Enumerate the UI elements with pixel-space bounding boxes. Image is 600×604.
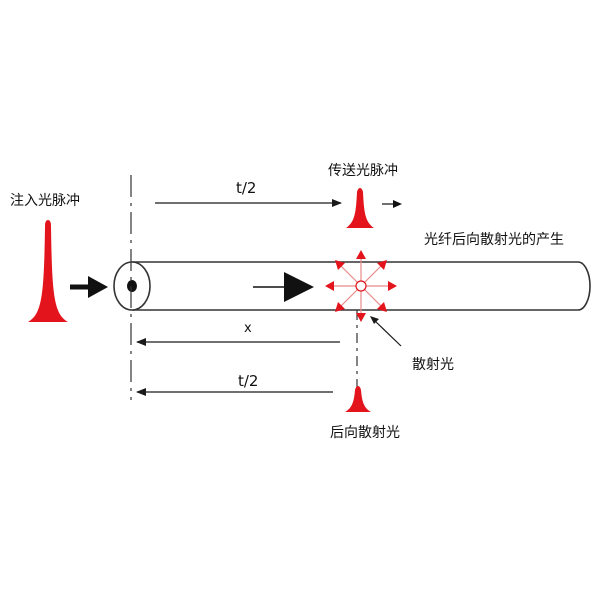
inject-pulse-label: 注入光脉冲 [10, 193, 80, 209]
t-half-top-label: t/2 [236, 179, 257, 197]
forward-arrow-icon [382, 200, 402, 208]
distance-x-label: x [244, 321, 252, 336]
t-half-bottom-label: t/2 [238, 372, 259, 390]
scattering-center [325, 250, 397, 322]
forward-pulse-icon [346, 188, 374, 228]
back-scattered-pulse-icon [345, 386, 371, 412]
backscatter-generation-label: 光纤后向散射光的产生 [424, 232, 564, 248]
forward-pulse-label: 传送光脉冲 [328, 163, 398, 179]
scattered-light-pointer [370, 316, 402, 347]
propagation-arrow-icon [253, 272, 314, 302]
fiber-core [127, 280, 137, 292]
scattered-light-label: 散射光 [412, 357, 454, 373]
back-scattered-light-label: 后向散射光 [330, 425, 400, 441]
inject-pulse-icon [28, 220, 68, 322]
input-arrow-icon [70, 276, 108, 298]
